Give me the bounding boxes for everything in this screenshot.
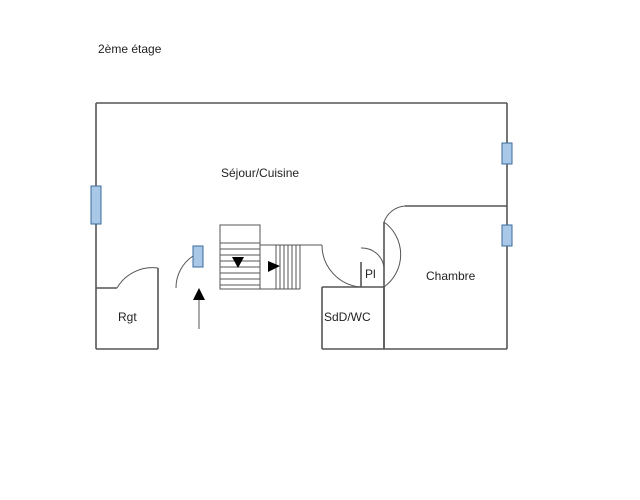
chambre-door-swing xyxy=(383,221,402,288)
sdd-door-swing xyxy=(321,244,362,288)
window-left xyxy=(90,185,102,225)
rgt-room xyxy=(96,267,159,349)
chambre-door-upper xyxy=(383,205,406,223)
rgt-door-swing xyxy=(116,267,159,289)
room-label-pl: Pl xyxy=(365,267,376,281)
stair-down-arrow-icon xyxy=(232,257,244,268)
room-label-sejour: Séjour/Cuisine xyxy=(221,166,299,180)
sdd-room xyxy=(321,244,385,349)
stairs-right xyxy=(260,244,322,290)
window-right-top xyxy=(501,142,513,165)
room-label-sdd: SdD/WC xyxy=(324,310,371,324)
floor-title: 2ème étage xyxy=(98,42,162,56)
pl-door-swing xyxy=(360,247,385,269)
room-label-chambre: Chambre xyxy=(426,269,476,283)
entry-arrow-icon xyxy=(193,288,205,329)
window-entry xyxy=(192,245,204,268)
entry-door-swing xyxy=(175,255,194,289)
chambre-room xyxy=(383,205,507,349)
window-right-bottom xyxy=(501,224,513,247)
stair-right-arrow-icon xyxy=(268,261,280,272)
room-label-rgt: Rgt xyxy=(118,310,137,324)
